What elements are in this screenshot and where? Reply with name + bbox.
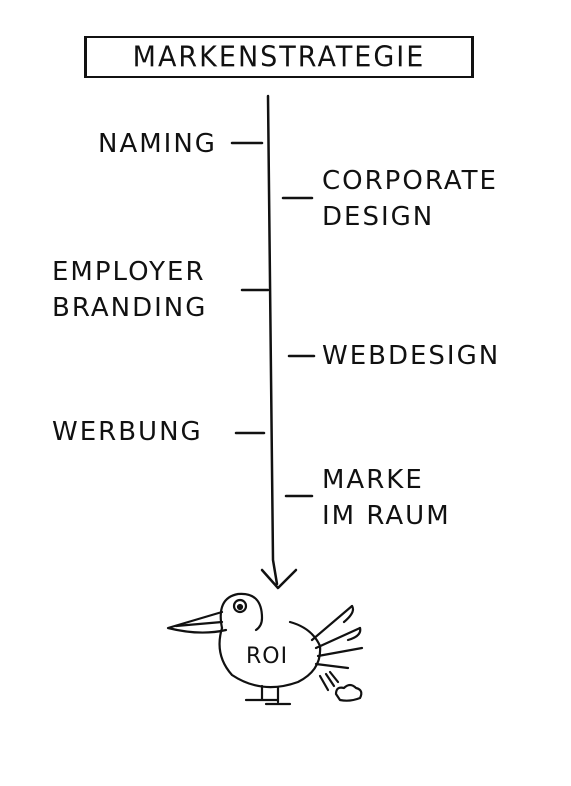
- bird-legs: [244, 684, 292, 706]
- main-axis-line: [266, 94, 279, 586]
- arrow-head: [260, 568, 298, 590]
- item-label-line: IM RAUM: [322, 501, 451, 531]
- item-label-line: WERBUNG: [52, 417, 203, 447]
- item-webdesign: WEBDESIGN: [322, 338, 500, 374]
- item-employer-branding: EMPLOYER BRANDING: [52, 254, 207, 326]
- bird-dropping: [334, 683, 363, 702]
- item-corporate-design: CORPORATE DESIGN: [322, 163, 498, 235]
- item-label-line: CORPORATE: [322, 166, 498, 196]
- bird-beak: [166, 610, 228, 634]
- bird-tail: [310, 604, 364, 670]
- bird-motion-lines: [318, 670, 340, 692]
- item-marke-im-raum: MARKE IM RAUM: [322, 462, 451, 534]
- item-label-line: MARKE: [322, 465, 424, 495]
- item-naming: NAMING: [98, 126, 217, 162]
- bird-head: [219, 592, 264, 632]
- item-werbung: WERBUNG: [52, 414, 203, 450]
- title-box: MARKENSTRATEGIE: [84, 36, 474, 78]
- item-label-line: NAMING: [98, 129, 217, 159]
- bird-label: ROI: [246, 644, 289, 669]
- roi-bird: [166, 592, 364, 706]
- item-label-line: WEBDESIGN: [322, 341, 501, 371]
- bird-eye: [232, 598, 248, 614]
- item-label-line: BRANDING: [52, 293, 208, 323]
- diagram-title: MARKENSTRATEGIE: [132, 40, 426, 74]
- item-label-line: EMPLOYER: [52, 257, 206, 287]
- item-label-line: DESIGN: [322, 202, 435, 232]
